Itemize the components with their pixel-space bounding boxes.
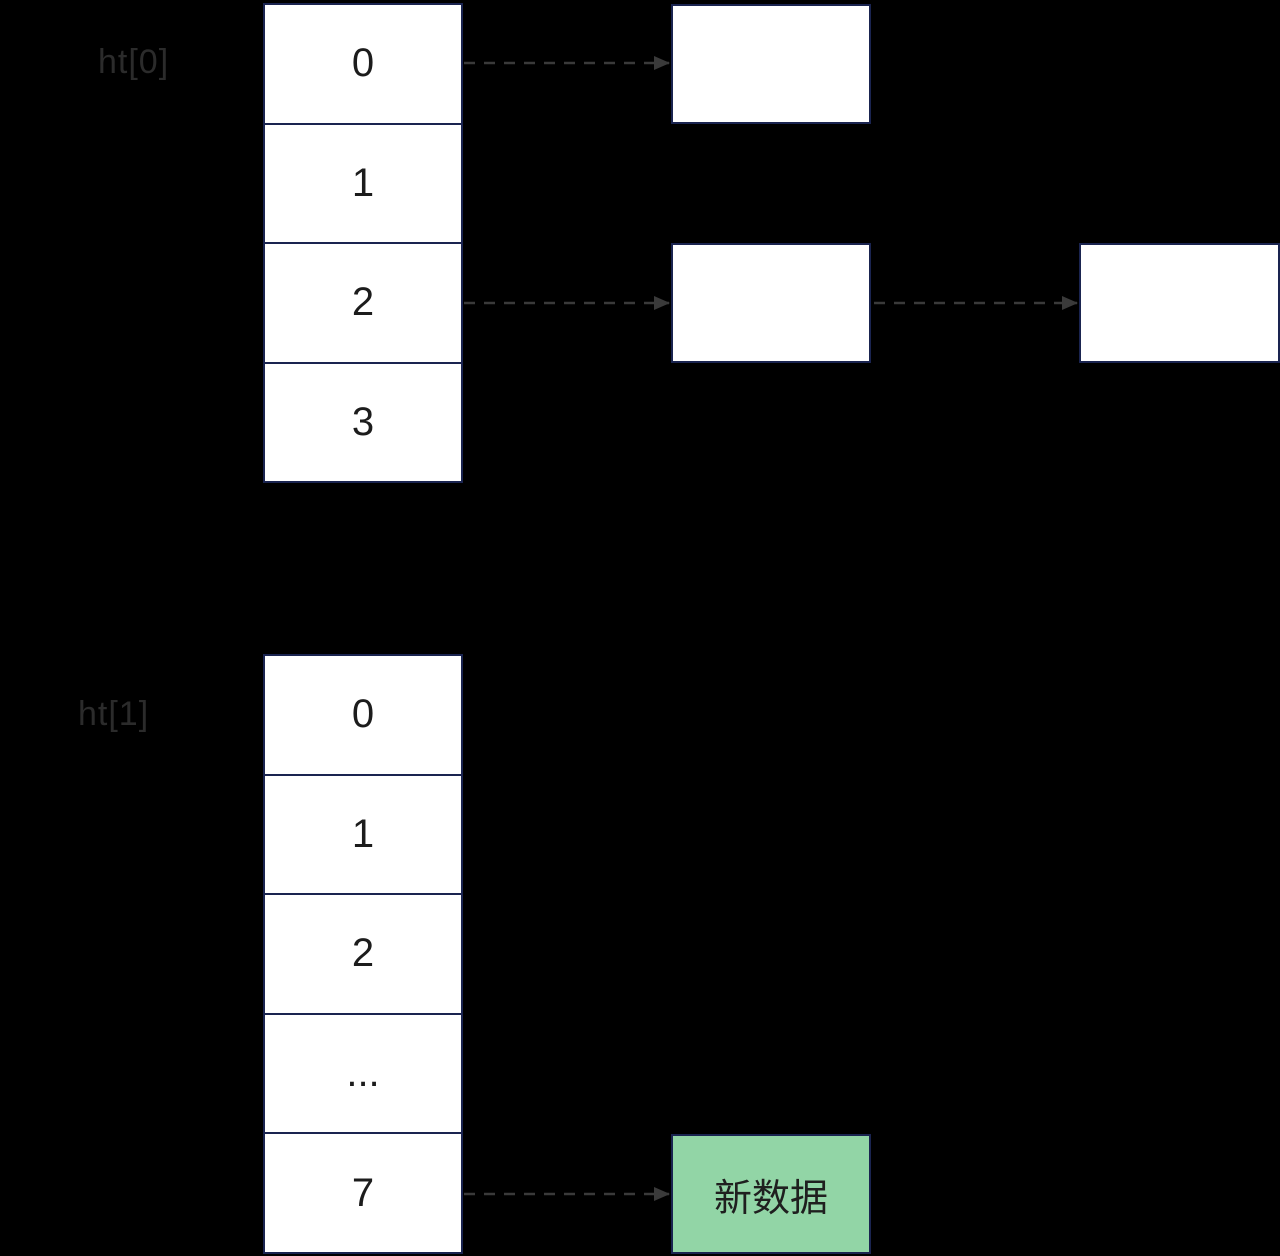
ht1-slot-0: 0	[265, 656, 461, 774]
ht1-table: 0 1 2 ... 7	[263, 654, 463, 1254]
ht1-slot-2: 2	[265, 893, 461, 1013]
ht0-label: ht[0]	[98, 43, 170, 81]
ht1-slot-ellipsis: ...	[265, 1012, 461, 1133]
ht0-slot-3: 3	[265, 361, 461, 481]
ht0-table: 0 1 2 3	[263, 3, 463, 483]
empty-entry-node-a	[671, 4, 871, 124]
ht1-slot-1: 1	[265, 773, 461, 894]
ht0-slot-2: 2	[265, 242, 461, 362]
empty-entry-node-b	[671, 243, 871, 363]
empty-entry-node-c	[1079, 243, 1280, 363]
new-data-node: 新数据	[671, 1134, 871, 1254]
ht0-slot-1: 1	[265, 122, 461, 242]
ht1-label: ht[1]	[78, 695, 150, 733]
ht0-slot-0: 0	[265, 5, 461, 123]
ht1-slot-7: 7	[265, 1132, 461, 1252]
